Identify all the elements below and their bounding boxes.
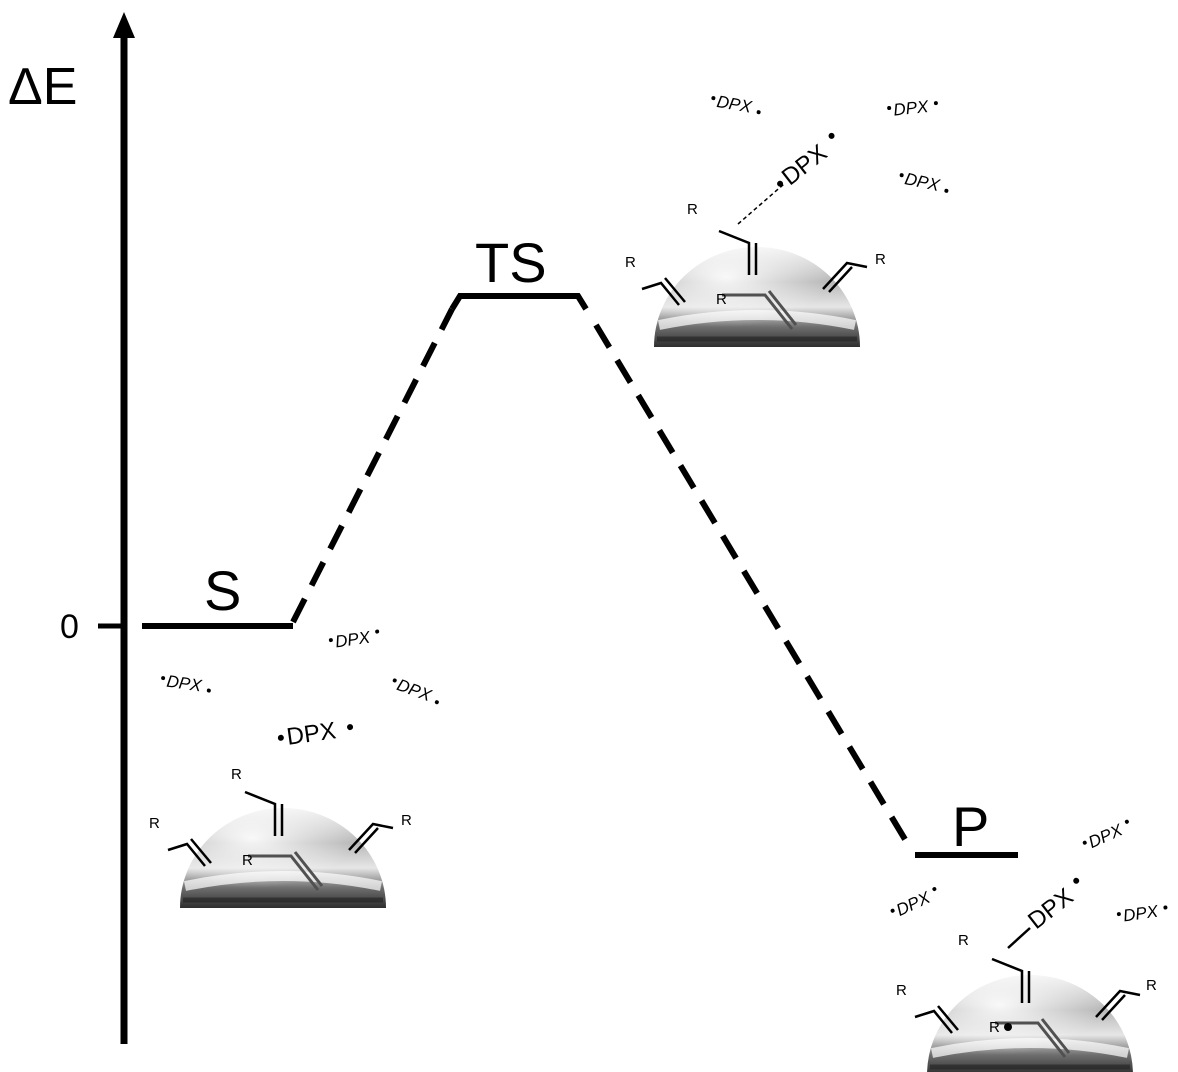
path-s-to-ts: [290, 307, 455, 624]
r-label: R: [401, 812, 412, 829]
r-label: R: [875, 251, 886, 268]
radical-s4: DPX: [277, 717, 354, 751]
droplet-s: R R R R: [149, 766, 412, 908]
svg-text:DPX: DPX: [777, 139, 833, 191]
svg-text:DPX: DPX: [1023, 883, 1079, 935]
r-label: R: [958, 932, 969, 949]
svg-text:DPX: DPX: [394, 675, 434, 705]
r-label: R: [231, 766, 242, 783]
radical-ts4: DPX: [777, 132, 835, 191]
svg-text:DPX: DPX: [892, 97, 929, 120]
svg-text:DPX: DPX: [903, 169, 942, 195]
radical-ts2: DPX: [887, 97, 938, 120]
label-s: S: [204, 559, 241, 622]
r-label: R: [1146, 977, 1157, 994]
radical-p1: DPX: [890, 887, 937, 920]
radical-p4: DPX: [1023, 877, 1080, 935]
droplet-ts: R R R R: [625, 201, 886, 347]
label-p: P: [952, 795, 989, 858]
svg-text:DPX: DPX: [715, 92, 753, 117]
bond-p: [1007, 927, 1031, 949]
level-ts: [449, 293, 589, 311]
droplet-p: R R R R: [896, 932, 1157, 1072]
r-label: R: [687, 201, 698, 218]
r-label: R: [242, 852, 253, 869]
svg-text:DPX: DPX: [1122, 902, 1160, 926]
r-label: R: [989, 1019, 1000, 1036]
r-label: R: [149, 815, 160, 832]
radical-s3: DPX: [392, 675, 439, 705]
radical-ts1: DPX: [711, 92, 761, 117]
axis-label: ΔE: [8, 58, 77, 116]
svg-text:DPX: DPX: [893, 888, 933, 920]
radical-s2: DPX: [328, 628, 380, 652]
svg-text:DPX: DPX: [334, 628, 372, 652]
r-label: R: [896, 982, 907, 999]
axis-arrowhead: [113, 12, 135, 38]
radical-ts3: DPX: [899, 169, 949, 195]
r-label: R: [716, 291, 727, 308]
path-ts-to-p: [593, 323, 915, 853]
svg-text:DPX: DPX: [165, 672, 203, 696]
radical-p3: DPX: [1116, 902, 1168, 926]
forming-bond-ts: [737, 183, 785, 225]
label-ts: TS: [475, 231, 547, 294]
r-label: R: [625, 254, 636, 271]
svg-text:DPX: DPX: [1086, 820, 1126, 852]
zero-label: 0: [60, 608, 79, 646]
radical-p2: DPX: [1082, 819, 1129, 852]
radical-s1: DPX: [161, 672, 211, 696]
svg-text:DPX: DPX: [285, 717, 338, 751]
